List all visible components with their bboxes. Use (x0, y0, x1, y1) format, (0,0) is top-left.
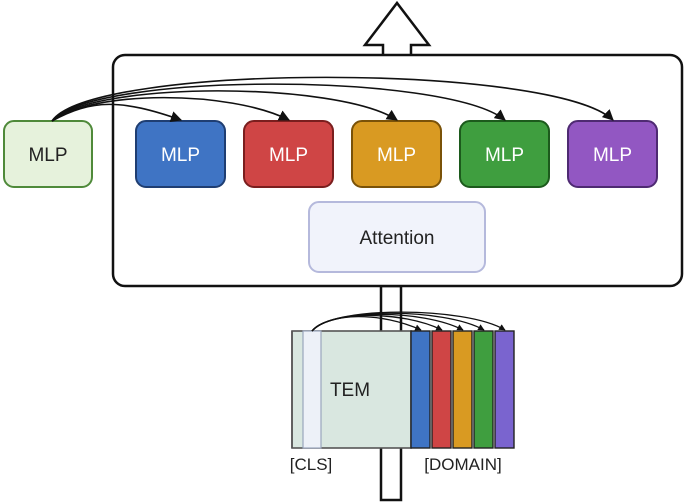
shared-mlp: MLP (3, 120, 93, 188)
expert-mlp-2: MLP (243, 120, 334, 188)
attention-block: Attention (308, 201, 486, 273)
expert-mlp-box (459, 120, 550, 188)
attention-label: Attention (360, 228, 435, 249)
token-sequence: TEM (291, 311, 515, 449)
output-arrow (362, 0, 432, 55)
expert-mlp-3: MLP (351, 120, 442, 188)
expert-mlp-label: MLP (593, 145, 632, 166)
domain-token-1 (410, 330, 431, 449)
tem-label: TEM (330, 380, 370, 401)
domain-token-4 (473, 330, 494, 449)
expert-mlp-label: MLP (377, 145, 416, 166)
domain-label: [DOMAIN] (424, 455, 501, 474)
routing-arrows (51, 76, 614, 122)
route-arrow-2 (51, 96, 291, 122)
shared-mlp-label: MLP (28, 145, 67, 166)
expert-mlp-5: MLP (567, 120, 658, 188)
route-arrow-3 (51, 90, 398, 122)
expert-mlp-box (567, 120, 658, 188)
expert-mlp-box (351, 120, 442, 188)
domain-token-5 (494, 330, 515, 449)
expert-mlps: MLP MLP MLP MLP MLP (135, 120, 658, 188)
domain-token-2 (431, 330, 452, 449)
token-attention-arrows (311, 311, 506, 332)
token-arrow-5 (311, 311, 506, 332)
expert-mlp-label: MLP (485, 145, 524, 166)
domain-token-3 (452, 330, 473, 449)
expert-mlp-1: MLP (135, 120, 226, 188)
domain-tokens (410, 330, 515, 449)
expert-mlp-label: MLP (161, 145, 200, 166)
route-arrow-4 (51, 83, 506, 122)
expert-mlp-4: MLP (459, 120, 550, 188)
cls-token (302, 330, 322, 449)
expert-mlp-box (243, 120, 334, 188)
expert-mlp-label: MLP (269, 145, 308, 166)
cls-label: [CLS] (290, 455, 333, 474)
route-arrow-1 (51, 103, 183, 122)
route-arrow-5 (51, 76, 614, 122)
